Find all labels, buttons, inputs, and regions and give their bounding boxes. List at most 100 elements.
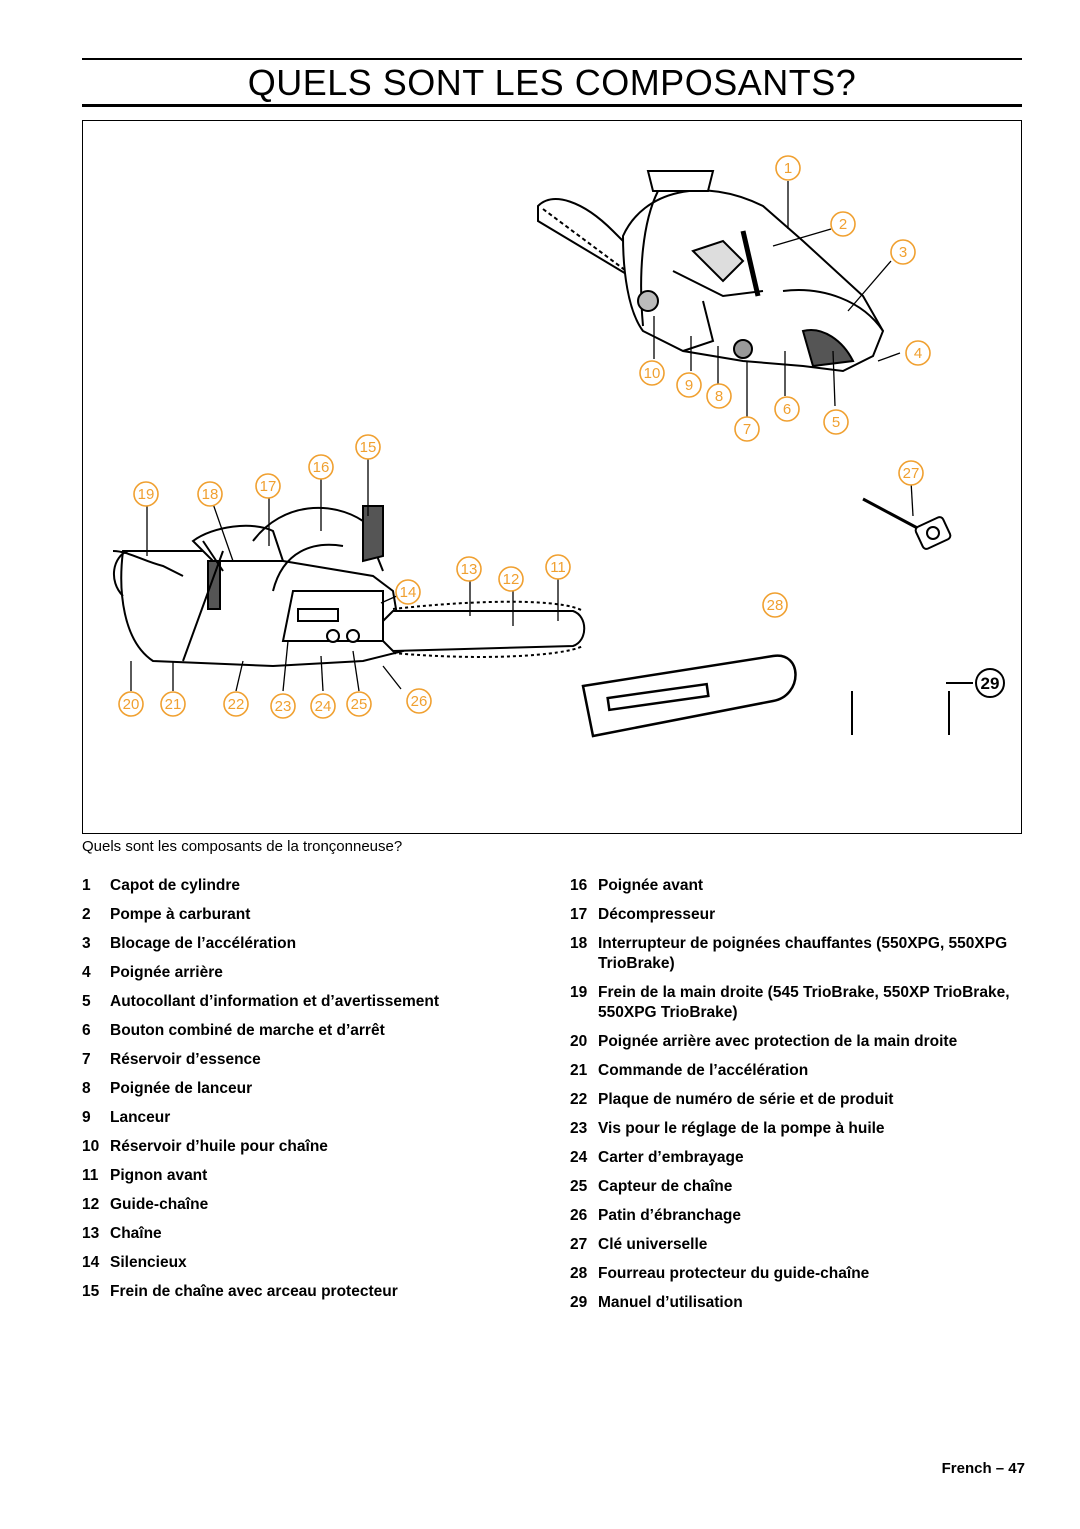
component-label: Pignon avant — [110, 1167, 208, 1184]
component-label: Capteur de chaîne — [598, 1178, 733, 1195]
manual-lines — [851, 682, 973, 735]
component-number: 20 — [570, 1033, 588, 1050]
callout-circle — [905, 340, 931, 366]
leader-lines — [130, 181, 914, 692]
callout-9: 9 — [676, 372, 702, 398]
callout-4: 4 — [905, 340, 931, 366]
component-label: Frein de la main droite (545 TrioBrake, … — [598, 984, 1010, 1021]
page-footer: French – 47 — [941, 1460, 1025, 1477]
component-label: Fourreau protecteur du guide-chaîne — [598, 1265, 870, 1282]
callout-number: 13 — [461, 561, 478, 578]
component-label: Guide-chaîne — [110, 1196, 209, 1213]
callout-number: 2 — [839, 216, 847, 233]
component-label: Poignée arrière — [110, 964, 223, 981]
component-label: Autocollant d’information et d’avertisse… — [110, 993, 439, 1010]
component-label: Vis pour le réglage de la pompe à huile — [598, 1120, 885, 1137]
callout-circle — [734, 416, 760, 442]
component-label: Carter d’embrayage — [598, 1149, 744, 1166]
callout-circle — [310, 693, 336, 719]
callout-circle — [395, 579, 421, 605]
component-number: 3 — [82, 935, 91, 952]
component-number: 2 — [82, 906, 91, 923]
component-number: 12 — [82, 1196, 100, 1213]
component-item: 14 Silencieux — [82, 1253, 522, 1273]
callout-circle — [346, 691, 372, 717]
callout-16: 16 — [308, 454, 334, 480]
callout-27: 27 — [898, 460, 924, 486]
component-label: Interrupteur de poignées chauffantes (55… — [598, 935, 1008, 972]
callout-circle — [774, 396, 800, 422]
callout-number: 19 — [138, 486, 155, 503]
component-label: Poignée arrière avec protection de la ma… — [598, 1033, 958, 1050]
component-item: 28 Fourreau protecteur du guide-chaîne — [570, 1264, 1020, 1284]
callout-number: 17 — [260, 478, 277, 495]
component-number: 28 — [570, 1265, 588, 1282]
callout-5: 5 — [823, 409, 849, 435]
callout-circle — [270, 693, 296, 719]
component-number: 17 — [570, 906, 588, 923]
callout-24: 24 — [310, 693, 336, 719]
callout-number: 6 — [783, 401, 791, 418]
callout-circle — [706, 383, 732, 409]
callout-circle — [639, 360, 665, 386]
callout-circle — [355, 434, 381, 460]
callout-number: 15 — [360, 439, 377, 456]
callout-26: 26 — [406, 688, 432, 714]
component-number: 5 — [82, 993, 91, 1010]
callout-number: 14 — [400, 584, 417, 601]
component-label: Silencieux — [110, 1254, 187, 1271]
manual-badge-text: 29 — [981, 674, 1000, 693]
component-label: Bouton combiné de marche et d’arrêt — [110, 1022, 385, 1039]
component-number: 19 — [570, 984, 588, 1001]
component-number: 29 — [570, 1294, 588, 1311]
component-label: Chaîne — [110, 1225, 162, 1242]
component-number: 25 — [570, 1178, 588, 1195]
callout-circle — [898, 460, 924, 486]
callout-number: 20 — [123, 696, 140, 713]
component-label: Plaque de numéro de série et de produit — [598, 1091, 894, 1108]
component-label: Frein de chaîne avec arceau protecteur — [110, 1283, 398, 1300]
callout-number: 18 — [202, 486, 219, 503]
component-number: 21 — [570, 1062, 588, 1079]
component-number: 1 — [82, 877, 91, 894]
callout-number: 4 — [914, 345, 922, 362]
callout-12: 12 — [498, 566, 524, 592]
page-title: QUELS SONT LES COMPOSANTS? — [247, 62, 857, 103]
component-label: Décompresseur — [598, 906, 716, 923]
chainsaw-top-drawing — [537, 170, 885, 373]
callout-number: 7 — [743, 421, 751, 438]
callout-circle — [406, 688, 432, 714]
component-number: 23 — [570, 1120, 588, 1137]
component-number: 11 — [82, 1167, 99, 1184]
callout-circle — [762, 592, 788, 618]
callout-18: 18 — [197, 481, 223, 507]
callout-10: 10 — [639, 360, 665, 386]
callout-number: 21 — [165, 696, 182, 713]
callout-14: 14 — [395, 579, 421, 605]
callout-number: 1 — [784, 160, 792, 177]
callout-circle — [308, 454, 334, 480]
component-item: 23 Vis pour le réglage de la pompe à huil… — [570, 1119, 1020, 1139]
component-number: 10 — [82, 1138, 100, 1155]
callout-circle — [830, 211, 856, 237]
callout-17: 17 — [255, 473, 281, 499]
component-number: 14 — [82, 1254, 100, 1271]
component-number: 7 — [82, 1051, 91, 1068]
chainsaw-bottom-drawing — [112, 505, 586, 668]
callout-number: 16 — [313, 459, 330, 476]
